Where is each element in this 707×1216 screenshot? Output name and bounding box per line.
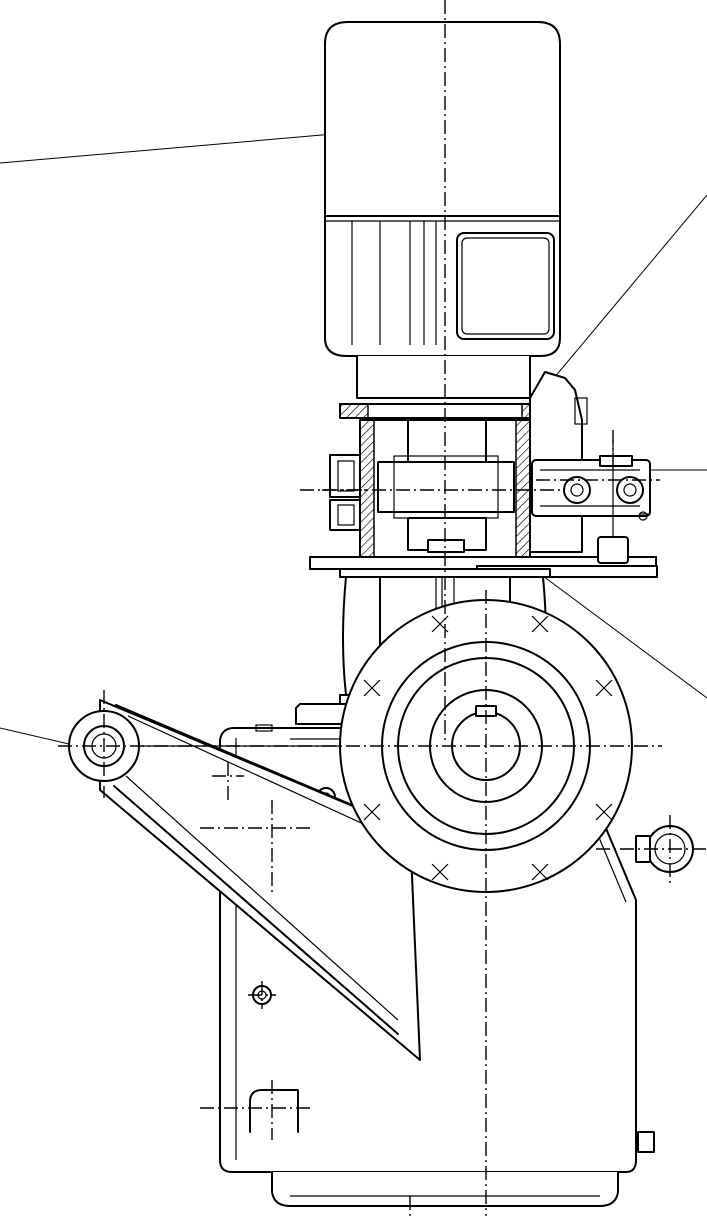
brake-roller-left xyxy=(563,476,591,504)
motor-housing xyxy=(324,21,561,357)
torque-arm xyxy=(68,699,421,1061)
coupling-element xyxy=(377,461,515,513)
bottom-bolt xyxy=(637,1131,655,1153)
brake-mechanism xyxy=(529,371,651,564)
leader-motor xyxy=(0,132,346,164)
gearbox-base xyxy=(271,1171,619,1207)
coupling-hub-top xyxy=(407,419,487,463)
brake-lever-frame xyxy=(531,459,651,517)
terminal-box-outer xyxy=(456,232,555,340)
brake-spring-cylinder xyxy=(597,536,629,564)
motor xyxy=(324,21,561,399)
brake-roller-right xyxy=(616,476,644,504)
flange-bolt-markers xyxy=(363,615,613,881)
brake-top-bolt-head xyxy=(599,455,633,467)
motor-flange-neck xyxy=(356,355,531,399)
inspection-window-bottom xyxy=(249,1089,299,1133)
center-lines xyxy=(58,0,707,1216)
terminal-box-cover xyxy=(461,237,550,335)
motor-cooling-fins xyxy=(351,221,437,345)
